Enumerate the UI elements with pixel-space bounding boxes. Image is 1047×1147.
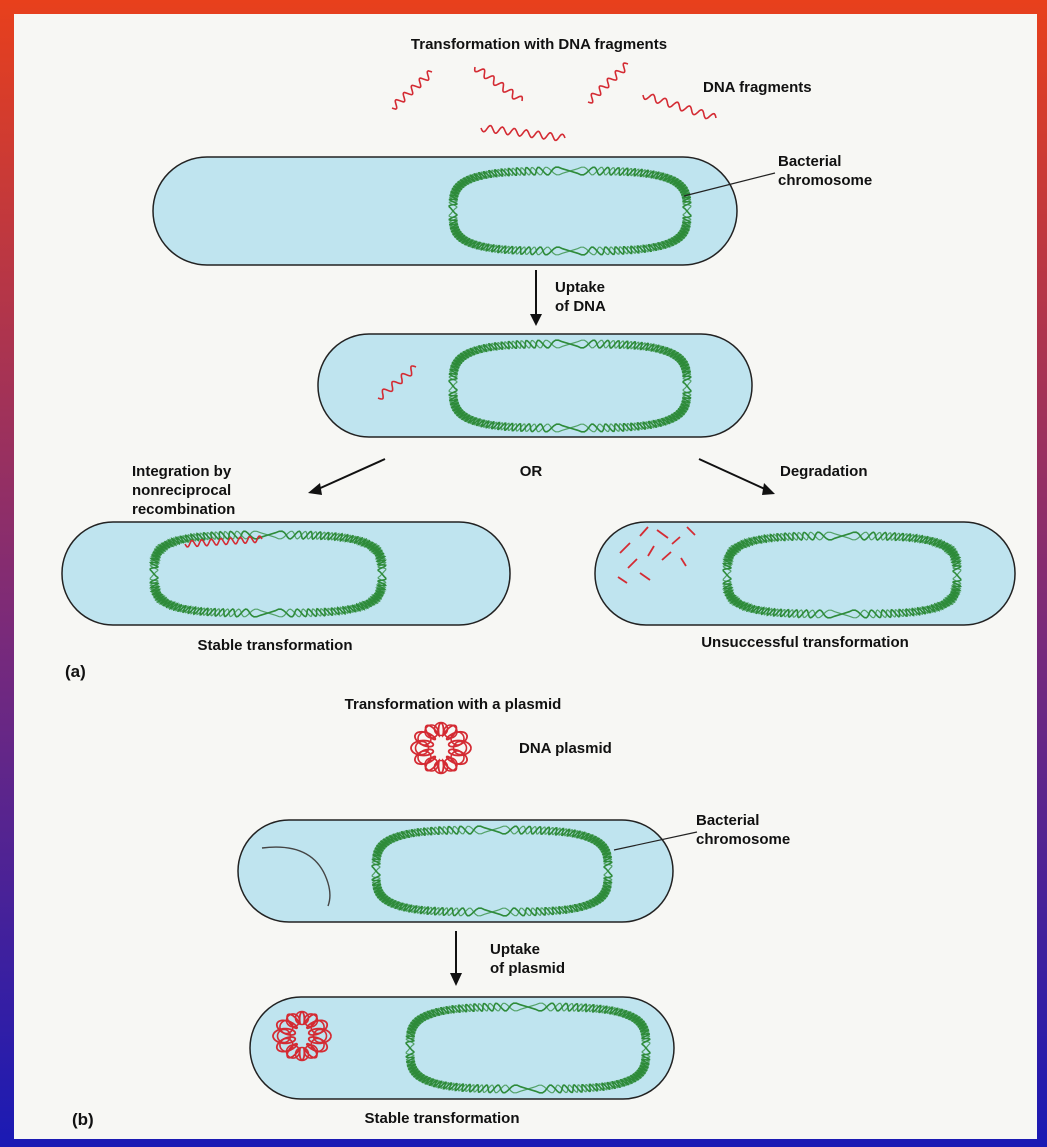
stable-transformation-label-b: Stable transformation [364,1110,519,1127]
dna-plasmid-label: DNA plasmid [519,740,612,757]
integration-label-line3: recombination [132,501,235,518]
uptake-label-1-line1: Uptake [555,279,605,296]
chromosome-label-b-line1: Bacterial [696,812,759,829]
or-label: OR [520,463,543,480]
chromosome-label-1-line1: Bacterial [778,153,841,170]
chromosome-label-b-line2: chromosome [696,831,790,848]
uptake-label-b-line1: Uptake [490,941,540,958]
chromosome-label-1-line2: chromosome [778,172,872,189]
uptake-label-1-line2: of DNA [555,298,606,315]
integration-label-line1: Integration by [132,463,232,480]
panel-b-letter: (b) [72,1110,94,1129]
unsuccessful-transformation-label: Unsuccessful transformation [701,634,909,651]
degradation-label: Degradation [780,463,868,480]
bacterial-cell-unsuccessful [595,522,1015,625]
uptake-label-b-line2: of plasmid [490,960,565,977]
bacterial-cell-stable [62,522,510,625]
panel-a-title: Transformation with DNA fragments [411,36,667,53]
stable-transformation-label-a: Stable transformation [197,637,352,654]
panel-a-letter: (a) [65,662,86,681]
integration-label-line2: nonreciprocal [132,482,231,499]
panel-b-title: Transformation with a plasmid [345,696,562,713]
dna-fragments-label: DNA fragments [703,79,812,96]
